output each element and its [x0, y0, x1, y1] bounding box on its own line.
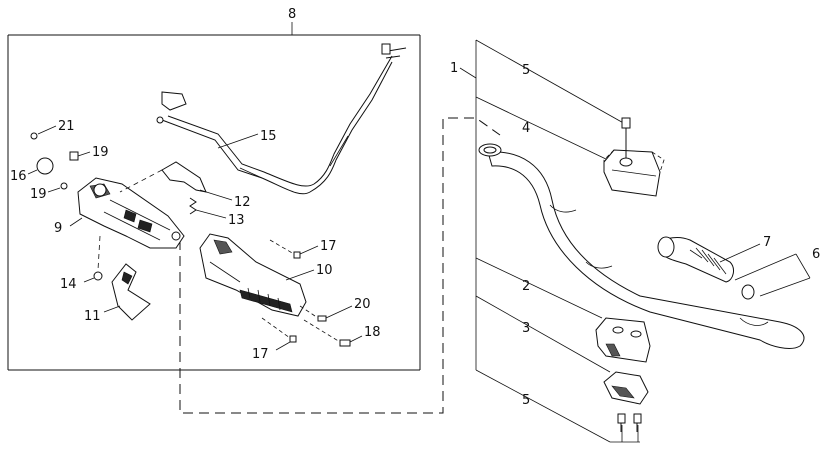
callout-19-lower: 19: [30, 187, 47, 202]
screw-20: [299, 305, 353, 322]
callout-21: 21: [58, 119, 75, 134]
clamp-bottom-3: [603, 371, 649, 405]
throttle-housing-10: [199, 233, 307, 317]
callout-9: 9: [54, 221, 62, 236]
leader-10: [285, 269, 315, 281]
assembly-box-8: [7, 22, 421, 371]
callout-13: 13: [228, 213, 245, 228]
nut-19-lower: [47, 182, 68, 193]
screw-17-lower: [261, 317, 297, 351]
callout-17-lower: 17: [252, 347, 269, 362]
leader-6: [734, 253, 811, 297]
handlebar-tube: [478, 143, 805, 349]
callout-18: 18: [364, 325, 381, 340]
callout-8: 8: [288, 7, 296, 22]
spring-13: [189, 197, 227, 219]
grip-7: [657, 236, 755, 300]
callout-17-upper: 17: [320, 239, 337, 254]
bolt-5-upper: [621, 117, 631, 158]
leader-15: [217, 133, 259, 149]
callout-6: 6: [812, 247, 820, 262]
callout-20: 20: [354, 297, 371, 312]
leader-11: [103, 305, 121, 313]
callout-7: 7: [763, 235, 771, 250]
trigger-11: [111, 263, 151, 321]
callout-1: 1: [450, 61, 458, 76]
callout-16: 16: [10, 169, 27, 184]
callout-4: 4: [522, 121, 530, 136]
callout-5-lower: 5: [522, 393, 530, 408]
screw-18: [303, 319, 363, 347]
leader-7: [719, 243, 761, 263]
callout-12: 12: [234, 195, 251, 210]
callout-labels: 8 1 5 4 7 6 2 3 5 21 19 15 16 19 12 9 13…: [10, 7, 820, 408]
leader-9: [69, 217, 83, 227]
cap-16: [27, 157, 54, 175]
throttle-cable-15: [156, 43, 407, 195]
spring-14: [83, 235, 103, 283]
callout-14: 14: [60, 277, 77, 292]
callout-15: 15: [260, 129, 277, 144]
callout-19-upper: 19: [92, 145, 109, 160]
bolts-5-lower: [617, 413, 642, 432]
callout-11: 11: [84, 309, 101, 324]
throttle-housing-9: [77, 177, 185, 249]
screw-21: [30, 125, 57, 140]
screw-17-upper: [269, 239, 319, 259]
nut-19-upper: [69, 151, 91, 161]
handlebar-group-bracket: [459, 39, 640, 443]
callout-10: 10: [316, 263, 333, 278]
lever-12: [119, 161, 233, 201]
callout-2: 2: [522, 279, 530, 294]
clamp-top-4: [603, 149, 665, 197]
assembly-link-line: [179, 117, 501, 414]
callout-3: 3: [522, 321, 530, 336]
callout-5-upper: 5: [522, 63, 530, 78]
clamp-mid-2: [595, 317, 651, 363]
